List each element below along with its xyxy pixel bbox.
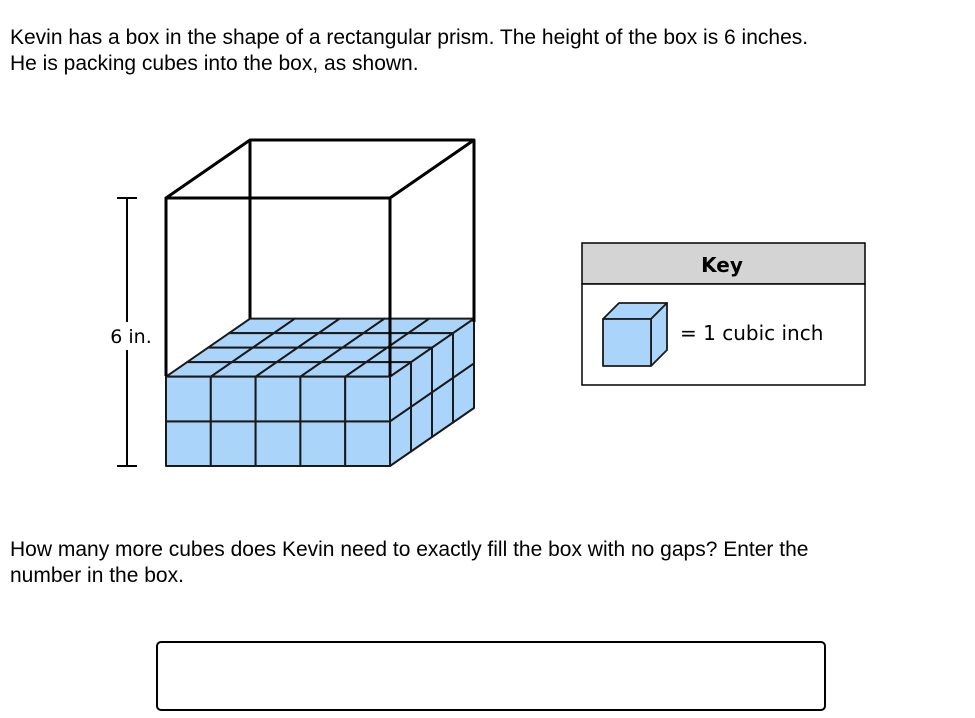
packed-cubes	[165, 317, 475, 467]
cube-front-face	[299, 375, 347, 423]
cube-front-face	[209, 375, 257, 423]
answer-input[interactable]	[156, 641, 826, 711]
cube-front-face	[254, 420, 302, 467]
height-dimension: 6 in.	[110, 197, 152, 467]
key-legend-text: = 1 cubic inch	[680, 321, 823, 345]
key-header	[581, 242, 866, 285]
cube-front-face	[209, 420, 257, 467]
cube-front-face	[344, 420, 391, 467]
height-label: 6 in.	[110, 326, 152, 348]
key-panel: Key = 1 cubic inch	[581, 242, 866, 386]
cube-front-face	[165, 420, 212, 467]
question-intro: Kevin has a box in the shape of a rectan…	[10, 25, 960, 77]
cube-front-face	[344, 375, 391, 423]
question-intro-line-1: Kevin has a box in the shape of a rectan…	[10, 26, 809, 49]
key-title: Key	[701, 253, 743, 277]
box-back-edges	[248, 138, 474, 322]
question-intro-line-2: He is packing cubes into the box, as sho…	[10, 52, 419, 75]
question-prompt-line-2: number in the box.	[10, 564, 184, 587]
cube-front-face	[254, 375, 302, 423]
cube-side-face	[452, 317, 475, 379]
unit-cube-front	[602, 318, 652, 367]
question-prompt-line-1: How many more cubes does Kevin need to e…	[10, 538, 809, 561]
cube-front-face	[165, 375, 212, 423]
cube-front-face	[299, 420, 347, 467]
unit-cube-icon	[602, 302, 668, 367]
box-front-edges	[164, 138, 476, 376]
question-prompt: How many more cubes does Kevin need to e…	[10, 537, 960, 589]
